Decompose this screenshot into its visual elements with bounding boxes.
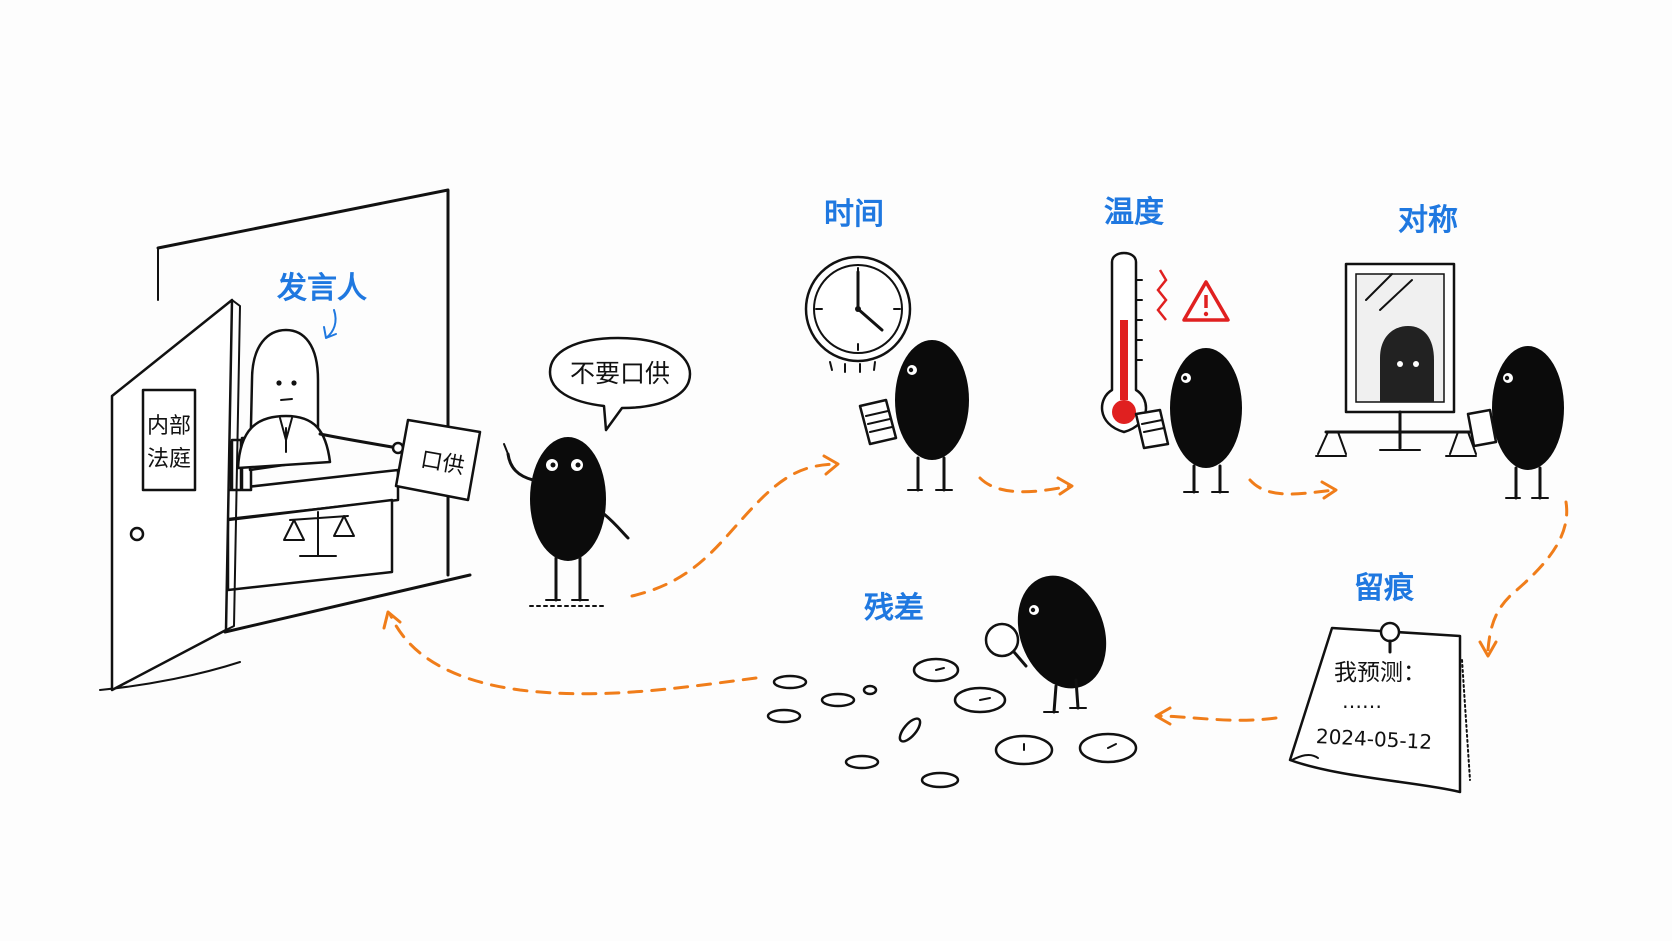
speaker-label: 发言人 <box>276 271 367 306</box>
pinned-note: 我预测： …… 2024-05-12 <box>1288 621 1471 794</box>
flow-arrow <box>978 476 1072 494</box>
symmetry-character <box>1466 346 1564 500</box>
note-title: 我预测： <box>1334 660 1426 686</box>
station-residual: 残差 <box>766 575 1138 789</box>
residual-label: 残差 <box>864 591 924 626</box>
testimony-paper: 口供 <box>394 418 482 502</box>
magnifier-icon <box>984 622 1028 668</box>
station-temperature: 温度 <box>1100 195 1242 494</box>
thermometer-icon <box>1100 251 1168 434</box>
mirror-icon <box>1344 262 1456 414</box>
time-character <box>858 340 969 492</box>
door[interactable]: 内部 法庭 <box>110 298 241 692</box>
inner-court-room: 口供 内部 法庭 发言人 <box>99 188 482 692</box>
time-label: 时间 <box>824 197 884 232</box>
station-symmetry: 对称 <box>1315 203 1564 500</box>
temperature-label: 温度 <box>1104 195 1164 230</box>
flow-arrow <box>1248 478 1336 496</box>
court-sign-line-2: 法庭 <box>147 447 191 472</box>
symmetry-label: 对称 <box>1398 203 1458 238</box>
main-character <box>503 437 630 607</box>
court-sign <box>141 388 197 492</box>
flow-arrow <box>1486 500 1569 652</box>
floor-clock-icon <box>912 657 960 683</box>
floor-clock-icon <box>994 734 1054 766</box>
flow-arrow <box>1156 714 1278 722</box>
residual-character <box>1017 575 1107 714</box>
clock-icon <box>804 255 912 373</box>
floor-clock-icon <box>953 686 1007 714</box>
footprint-icon <box>766 674 960 789</box>
station-time: 时间 <box>804 197 969 492</box>
speaker-figure <box>236 328 405 472</box>
flow-arrow <box>388 612 758 696</box>
temperature-character <box>1134 348 1242 494</box>
warning-icon <box>1182 280 1230 322</box>
flow-arrows <box>382 454 1569 726</box>
station-trace: 留痕 我预测： …… 2024-05-12 <box>1288 571 1471 794</box>
balance-scale-icon <box>1315 410 1478 457</box>
speech-bubble: 不要口供 <box>548 336 692 432</box>
speech-bubble-text: 不要口供 <box>570 359 670 388</box>
court-sign-line-1: 内部 <box>147 414 191 439</box>
floor-clock-icon <box>1078 732 1138 764</box>
door-knob[interactable] <box>129 526 145 542</box>
flow-arrow <box>630 462 838 598</box>
trace-label: 留痕 <box>1354 571 1415 606</box>
judge-bench-scales-icon <box>283 511 355 557</box>
note-dots: …… <box>1342 689 1382 713</box>
